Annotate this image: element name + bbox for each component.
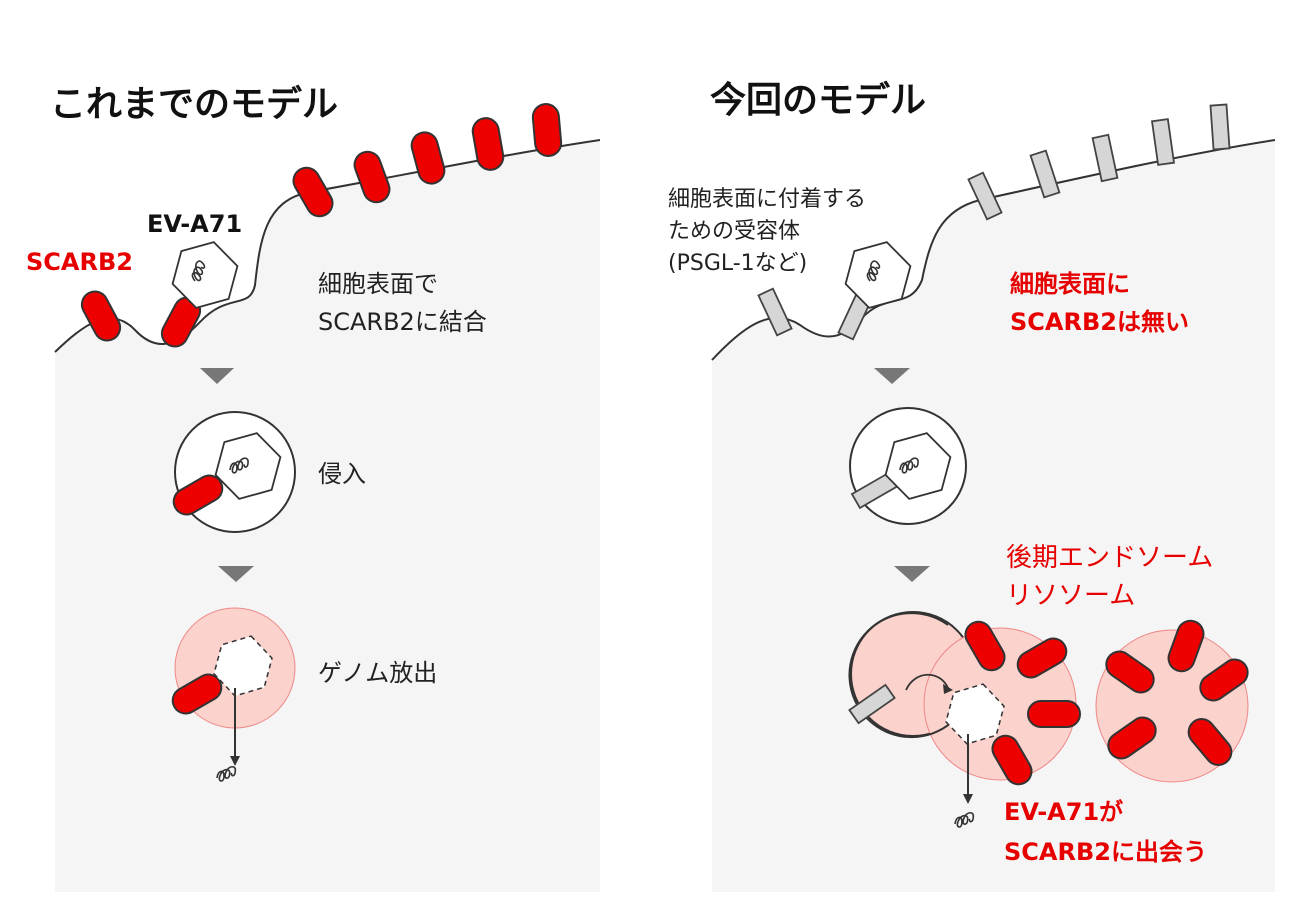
left-panel: これまでのモデル SCARB2 EV-A71 細胞表面で SCARB2に結合 侵… (26, 83, 601, 892)
left-cell-body (55, 140, 600, 892)
entry-vesicle-icon (167, 411, 296, 533)
step2-label: 侵入 (318, 460, 366, 488)
attach-line2: ための受容体 (668, 219, 800, 244)
attach-line3: (PSGL-1など) (668, 251, 807, 276)
left-arrow-2-icon (218, 566, 254, 582)
right-arrow-1-icon (874, 368, 910, 384)
compartment-line2: リソソーム (1006, 581, 1135, 611)
endocytosed-vesicle-icon (849, 407, 967, 525)
virus-at-surface-icon (171, 241, 239, 309)
fusing-endosome-icon (848, 611, 1081, 829)
attach-line1: 細胞表面に付着する (668, 187, 866, 212)
left-title: これまでのモデル (50, 83, 338, 125)
right-title: 今回のモデル (710, 79, 926, 121)
virus-attached-icon (844, 241, 912, 309)
meet-line2: SCARB2に出会う (1004, 838, 1207, 866)
step1-line2: SCARB2に結合 (318, 308, 487, 336)
right-panel: 今回のモデル 細胞表面に付着する ための受容体 (PSGL-1など) 細胞表面に… (668, 79, 1276, 892)
left-arrow-1-icon (200, 368, 234, 384)
genome-release-endosome-icon (166, 607, 296, 783)
step1-line1: 細胞表面で (318, 270, 438, 298)
no-scarb2-line1: 細胞表面に (1010, 270, 1130, 298)
ev-a71-label: EV-A71 (147, 210, 242, 238)
right-arrow-2-icon (894, 566, 930, 582)
no-scarb2-line2: SCARB2は無い (1010, 308, 1189, 336)
step3-label: ゲノム放出 (318, 659, 437, 687)
scarb2-label: SCARB2 (26, 248, 133, 276)
meet-line1: EV-A71が (1004, 798, 1123, 826)
compartment-line1: 後期エンドソーム (1006, 543, 1213, 573)
lysosome-icon (1095, 616, 1254, 783)
